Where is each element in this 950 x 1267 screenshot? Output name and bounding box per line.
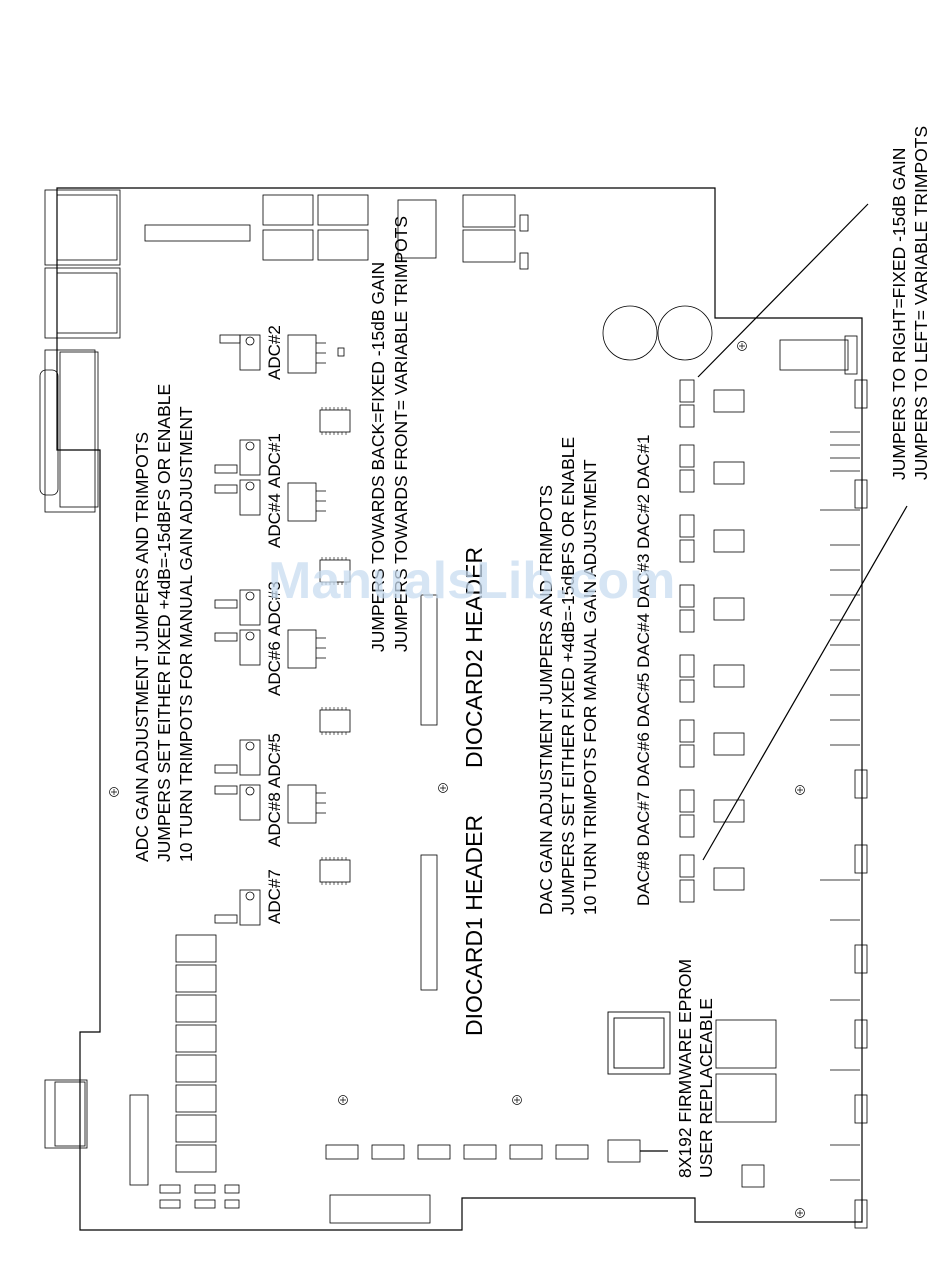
adc-gain-note-line-3: 10 TURN TRIMPOTS FOR MANUAL GAIN ADJUSTM… bbox=[176, 406, 196, 862]
top-relays bbox=[144, 194, 858, 375]
dac-gain-note-line-2: JUMPERS SET EITHER FIXED +4dB=-15dBFS OR… bbox=[558, 437, 578, 915]
dac-labels: DAC#8 DAC#7 DAC#6 DAC#5 DAC#4 DAC#3 DAC#… bbox=[634, 435, 653, 906]
svg-text:JUMPERS SET EITHER FIXED +4dB=: JUMPERS SET EITHER FIXED +4dB=-15dBFS OR… bbox=[154, 384, 174, 862]
leader-lines bbox=[640, 203, 908, 1152]
svg-text:DAC GAIN ADJUSTMENT JUMPERS AN: DAC GAIN ADJUSTMENT JUMPERS AND TRIMPOTS bbox=[536, 485, 556, 915]
board-outline bbox=[56, 187, 863, 1231]
svg-text:10 TURN TRIMPOTS FOR MANUAL GA: 10 TURN TRIMPOTS FOR MANUAL GAIN ADJUSTM… bbox=[580, 459, 600, 915]
ic-pins bbox=[321, 407, 347, 885]
diocard2-header-label: DIOCARD2 HEADER bbox=[461, 547, 487, 768]
adc-label-2: ADC#2 bbox=[265, 325, 284, 380]
dac-components bbox=[679, 379, 745, 903]
svg-text:JUMPERS TOWARDS FRONT= VARIABL: JUMPERS TOWARDS FRONT= VARIABLE TRIMPOTS bbox=[391, 216, 411, 652]
jumpers-back-front-line-2: JUMPERS TOWARDS FRONT= VARIABLE TRIMPOTS bbox=[391, 216, 411, 652]
jumpers-right-left-note: JUMPERS TO RIGHT=FIXED -15dB GAIN JUMPER… bbox=[889, 126, 931, 480]
firmware-note-line-1: 8X192 FIRMWARE EPROM bbox=[675, 959, 695, 1178]
adc-gain-note-line-1: ADC GAIN ADJUSTMENT JUMPERS AND TRIMPOTS bbox=[132, 432, 152, 862]
adc-label-6: ADC#6 bbox=[265, 641, 284, 696]
jumpers-back-front-line-1: JUMPERS TOWARDS BACK=FIXED -15dB GAIN bbox=[368, 262, 388, 652]
dac-gain-note-line-3: 10 TURN TRIMPOTS FOR MANUAL GAIN ADJUSTM… bbox=[580, 459, 600, 915]
jumpers-right-left-line-2: JUMPERS TO LEFT= VARIABLE TRIMPOTS bbox=[911, 126, 931, 480]
adc-label-8: ADC#8 bbox=[265, 792, 284, 847]
firmware-note-line-2: USER REPLACEABLE bbox=[696, 998, 716, 1178]
dac-gain-note: DAC GAIN ADJUSTMENT JUMPERS AND TRIMPOTS… bbox=[536, 437, 600, 915]
adc-label-7: ADC#7 bbox=[265, 869, 284, 924]
jumpers-back-front-note: JUMPERS TOWARDS BACK=FIXED -15dB GAIN JU… bbox=[368, 216, 411, 652]
diocard1-header-label: DIOCARD1 HEADER bbox=[461, 815, 487, 1036]
adc-label-4: ADC#4 bbox=[265, 493, 284, 548]
adc-gain-note-line-2: JUMPERS SET EITHER FIXED +4dB=-15dBFS OR… bbox=[154, 384, 174, 862]
svg-text:JUMPERS TO RIGHT=FIXED -15dB G: JUMPERS TO RIGHT=FIXED -15dB GAIN bbox=[889, 148, 909, 480]
dac-label-row: DAC#8 DAC#7 DAC#6 DAC#5 DAC#4 DAC#3 DAC#… bbox=[634, 435, 653, 906]
watermark: ManualsLib.com bbox=[268, 552, 675, 610]
mounting-holes bbox=[109, 341, 805, 1218]
diocard1-label: DIOCARD1 HEADER bbox=[461, 815, 487, 1036]
svg-text:ADC GAIN ADJUSTMENT JUMPERS A: ADC GAIN ADJUSTMENT JUMPERS AND TRIMPOTS bbox=[132, 432, 152, 862]
diocard2-label: DIOCARD2 HEADER bbox=[461, 547, 487, 768]
jumpers-right-left-line-1: JUMPERS TO RIGHT=FIXED -15dB GAIN bbox=[889, 148, 909, 480]
adc-components bbox=[214, 334, 351, 926]
adc-label-3: ADC#3 bbox=[265, 581, 284, 636]
adc-gain-note: ADC GAIN ADJUSTMENT JUMPERS AND TRIMPOTS… bbox=[132, 384, 196, 862]
firmware-note: 8X192 FIRMWARE EPROM USER REPLACEABLE bbox=[675, 959, 716, 1178]
svg-text:JUMPERS TOWARDS BACK=FIXED -15: JUMPERS TOWARDS BACK=FIXED -15dB GAIN bbox=[368, 262, 388, 652]
left-connectors bbox=[39, 189, 149, 1186]
relay-column bbox=[159, 934, 641, 1224]
firmware-eprom bbox=[607, 1011, 671, 1075]
adc-label-1: ADC#1 bbox=[265, 433, 284, 488]
adc-labels: ADC#7 ADC#8 ADC#5 ADC#6 ADC#3 ADC#4 ADC#… bbox=[265, 325, 284, 924]
svg-text:JUMPERS SET EITHER FIXED +4dB=: JUMPERS SET EITHER FIXED +4dB=-15dBFS OR… bbox=[558, 437, 578, 915]
right-jacks bbox=[820, 379, 868, 1229]
svg-text:8X192 FIRMWARE EPROM: 8X192 FIRMWARE EPROM bbox=[675, 959, 695, 1178]
svg-text:USER REPLACEABLE: USER REPLACEABLE bbox=[696, 998, 716, 1178]
svg-text:JUMPERS TO LEFT= VARIABLE TRIM: JUMPERS TO LEFT= VARIABLE TRIMPOTS bbox=[911, 126, 931, 480]
bottom-ics bbox=[325, 1019, 777, 1188]
adc-label-5: ADC#5 bbox=[265, 733, 284, 788]
diocard-headers bbox=[420, 594, 438, 991]
dac-gain-note-line-1: DAC GAIN ADJUSTMENT JUMPERS AND TRIMPOTS bbox=[536, 485, 556, 915]
svg-text:10 TURN TRIMPOTS FOR MANUAL GA: 10 TURN TRIMPOTS FOR MANUAL GAIN ADJUSTM… bbox=[176, 406, 196, 862]
